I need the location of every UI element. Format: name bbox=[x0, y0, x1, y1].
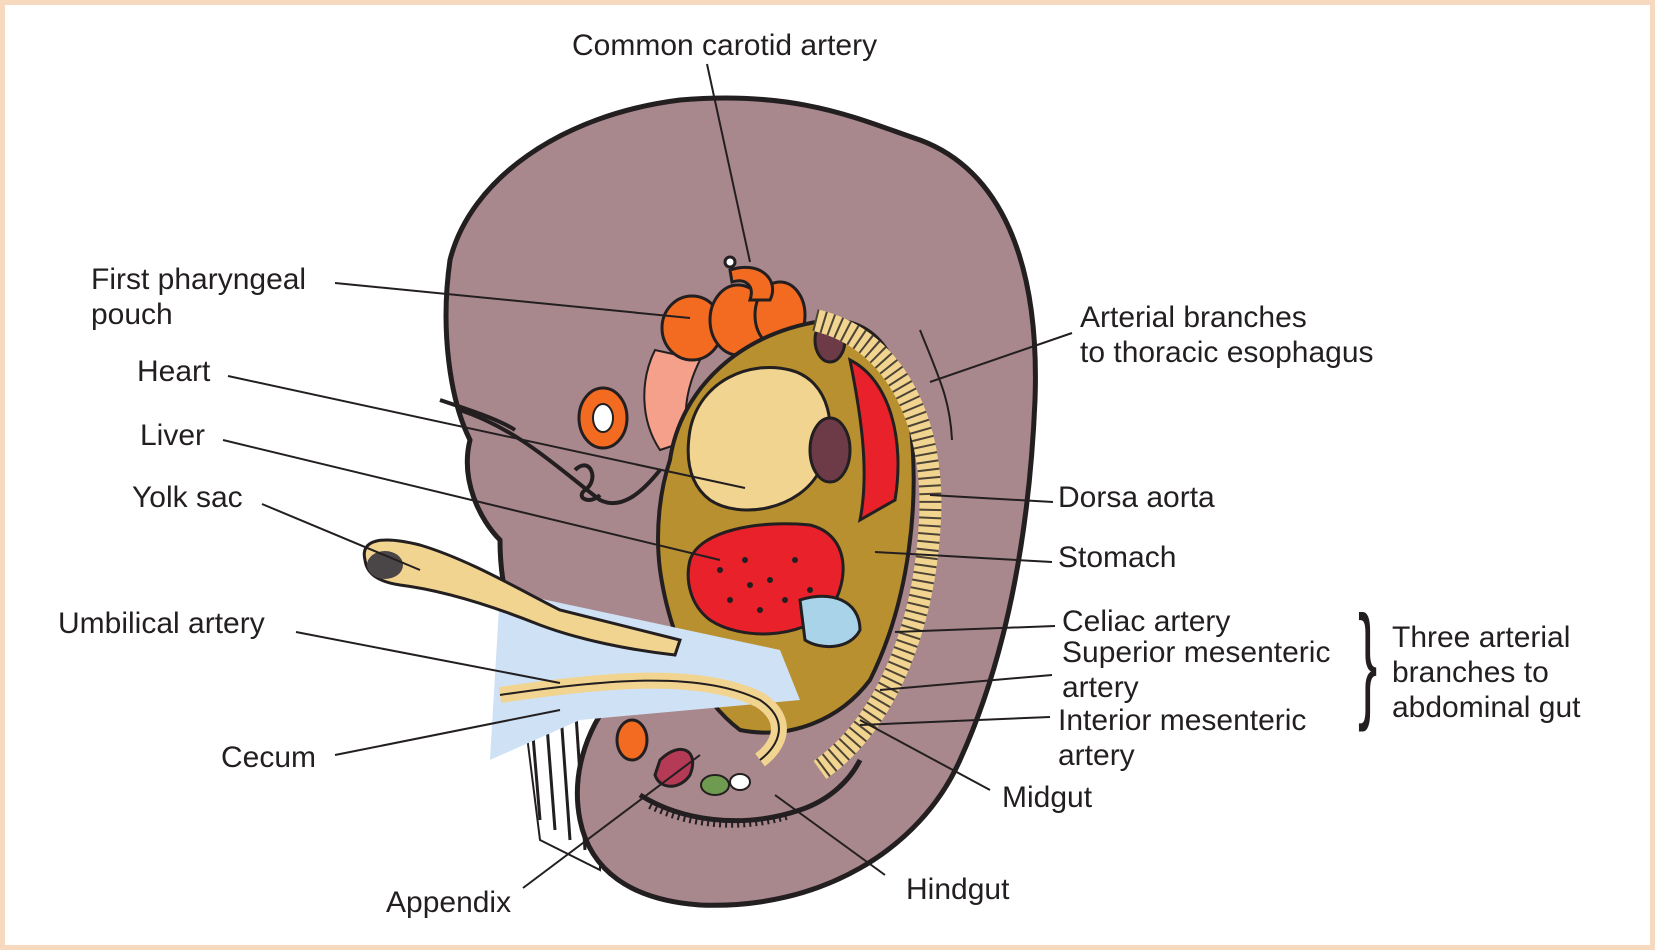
appendix-loop bbox=[653, 747, 695, 788]
hindgut bbox=[638, 758, 863, 824]
label-umbilical-artery: Umbilical artery bbox=[58, 607, 265, 640]
dorsal-aorta-wall bbox=[812, 309, 942, 779]
label-liver: Liver bbox=[140, 419, 206, 452]
label-celiac-artery: Celiac artery bbox=[1062, 605, 1231, 638]
cecum-blob bbox=[615, 718, 649, 762]
label-heart: Heart bbox=[137, 355, 211, 388]
label-appendix: Appendix bbox=[386, 886, 512, 919]
label-three-arterial-branches: Three arterial branches to abdominal gut bbox=[1392, 621, 1581, 724]
label-inferior-mesenteric-artery: Interior mesenteric artery bbox=[1058, 704, 1307, 772]
label-yolk-sac: Yolk sac bbox=[132, 481, 243, 514]
stomach bbox=[798, 594, 862, 649]
label-superior-mesenteric-artery: Superior mesenteric artery bbox=[1062, 636, 1331, 704]
pharyngeal-arches bbox=[660, 255, 807, 362]
label-stomach: Stomach bbox=[1058, 541, 1177, 574]
label-cecum: Cecum bbox=[221, 741, 317, 774]
label-first-pharyngeal-pouch: First pharyngeal pouch bbox=[91, 263, 307, 331]
yolk-sac bbox=[362, 538, 682, 657]
group-brace: } bbox=[1358, 590, 1378, 733]
label-midgut: Midgut bbox=[1002, 781, 1093, 814]
label-arterial-branches-thoracic: Arterial branches to thoracic esophagus bbox=[1080, 301, 1374, 369]
label-dorsal-aorta: Dorsa aorta bbox=[1058, 481, 1215, 514]
label-hindgut: Hindgut bbox=[906, 873, 1010, 906]
leader-lines bbox=[222, 63, 1073, 889]
label-common-carotid-artery: Common carotid artery bbox=[572, 29, 878, 62]
